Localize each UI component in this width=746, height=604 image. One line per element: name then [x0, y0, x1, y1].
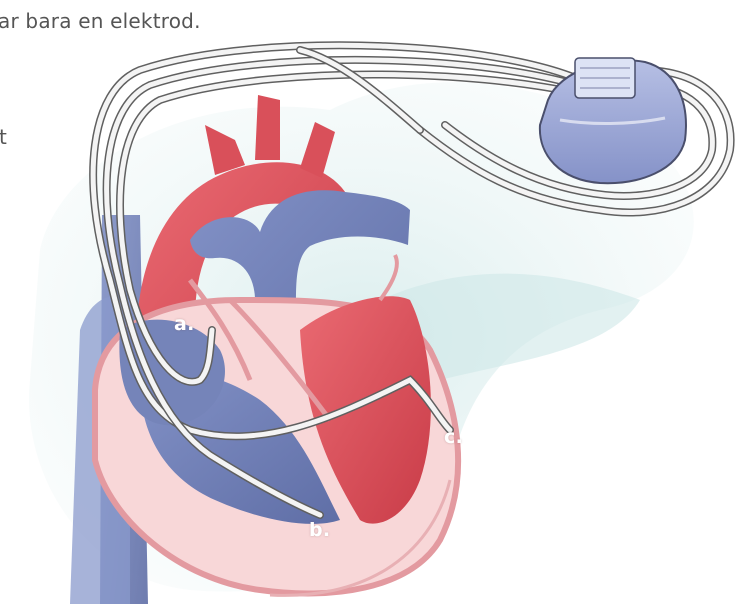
label-a: a.	[174, 315, 195, 334]
label-c: c.	[444, 428, 463, 447]
label-b: b.	[309, 521, 330, 540]
